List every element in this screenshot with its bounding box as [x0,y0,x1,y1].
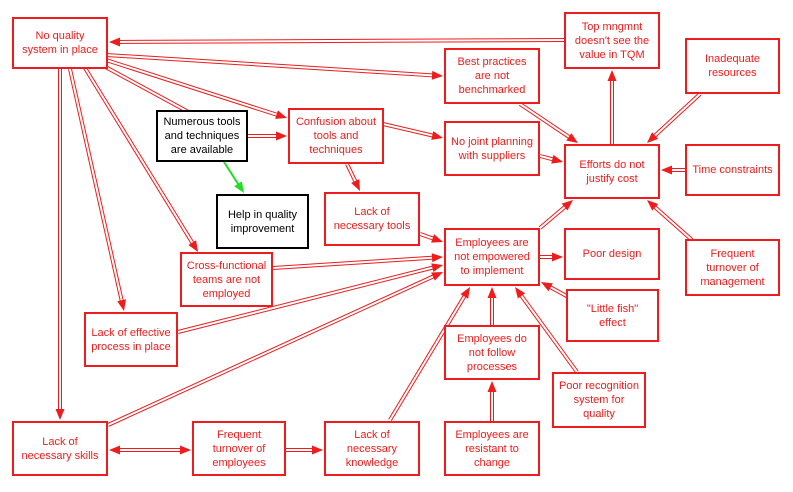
edge-jointplanning-to-efforts-arrowhead [551,154,563,164]
edge-bestpractices-to-efforts-arrowhead [566,133,578,143]
edge-recognition-to-empowered-b [518,294,577,374]
node-confusion-tools: Confusion about tools and techniques [288,108,384,164]
edge-turnovermgmt-to-efforts [654,204,694,240]
edge-turnoveremp-lackskills-start-arrowhead [109,445,120,455]
edge-noquality-to-crossfunctional-arrowhead [188,240,198,252]
node-time-constraints: Time constraints [685,144,780,196]
edge-numerous-to-help-arrowhead [234,181,244,193]
node-no-joint-planning: No joint planning with suppliers [444,121,540,176]
edge-crossfunctional-to-empowered-b [272,255,434,268]
node-frequent-turnover-emp: Frequent turnover of employees [192,421,286,476]
edge-turnoveremp-lackskills-arrowhead [180,445,191,455]
edge-topmgmt-to-noquality-b [118,40,565,44]
edge-lackprocess-to-empowered-b [177,265,435,332]
edge-empowered-to-efforts-b [538,204,566,228]
node-employees-resistant: Employees are resistant to change [444,421,540,476]
edge-littlefish-to-empowered-arrowhead [541,282,553,292]
edge-recognition-to-empowered [521,293,579,372]
edge-noquality-to-crossfunctional-b [85,66,195,244]
edge-crossfunctional-to-empowered [273,258,435,270]
edge-resources-to-efforts [652,92,700,137]
edge-lackknowledge-to-empowered [390,295,468,422]
node-employees-not-empowered: Employees are not empowered to implement [444,228,540,286]
edge-lacktools-to-empowered [419,234,435,241]
edge-notfollow-to-empowered-arrowhead [487,287,497,298]
node-lack-process: Lack of effective process in place [84,312,178,367]
node-top-mgmt: Top mngmnt doesn't see the value in TQM [564,12,660,69]
edge-lackskills-to-empowered [108,276,436,427]
node-poor-design: Poor design [564,228,660,280]
edge-recognition-to-empowered-arrowhead [515,287,526,299]
edge-empowered-to-efforts [540,206,568,230]
node-lack-knowledge: Lack of necessary knowledge [324,421,420,476]
node-help-quality: Help in quality improvement [216,194,309,249]
edge-noquality-to-bestpractices-b [106,53,435,75]
edge-resources-to-efforts-arrowhead [647,132,659,143]
edge-noquality-to-lackprocess-arrowhead [117,299,126,311]
edge-crossfunctional-to-empowered-arrowhead [431,253,443,263]
edge-noquality-to-crossfunctional [83,68,193,246]
edge-confusion-to-jointplanning [382,124,435,138]
edge-resistant-to-notfollow-arrowhead [487,381,497,392]
edge-turnovermgmt-to-efforts-b [652,206,692,242]
node-efforts-cost: Efforts do not justify cost [564,144,660,199]
node-no-quality-system: No quality system in place [12,17,108,69]
edge-time-to-efforts-arrowhead [661,165,672,175]
edge-noquality-to-confusion [105,60,279,118]
edge-turnovermgmt-to-efforts-arrowhead [647,200,659,211]
node-frequent-turnover-mgmt: Frequent turnover of management [685,239,780,296]
edge-bestpractices-to-efforts [518,104,570,140]
edge-lacktools-to-empowered-b [420,232,436,239]
edge-bestpractices-to-efforts-b [520,102,572,138]
edge-confusion-to-lacktools-arrowhead [351,179,360,191]
edge-numerous-to-help [223,161,240,186]
edge-noquality-to-lackprocess-b [70,68,124,302]
edge-topmgmt-to-noquality [117,38,564,41]
node-little-fish: "Little fish" effect [566,289,659,342]
node-numerous-tools: Numerous tools and techniques are availa… [156,110,248,162]
edge-topmgmt-to-noquality-arrowhead [109,37,121,47]
node-employees-not-follow: Employees do not follow processes [444,325,540,380]
edge-lackprocess-to-empowered-arrowhead [431,263,443,273]
edge-efforts-to-topmgmt-arrowhead [607,70,617,81]
edge-confusion-to-jointplanning-arrowhead [431,131,443,140]
node-best-practices: Best practices are not benchmarked [444,48,540,104]
edge-lacktools-to-empowered-arrowhead [431,234,443,243]
node-inadequate-resources: Inadequate resources [685,38,780,94]
edge-numerous-to-confusion-arrowhead [276,131,287,141]
edge-lackknowledge-to-empowered-arrowhead [460,287,470,299]
edge-empowered-to-efforts-arrowhead [561,200,573,211]
edge-confusion-to-lacktools [345,164,356,184]
edge-noquality-to-confusion-arrowhead [275,110,287,119]
edge-lackskills-to-empowered-b [107,273,435,425]
edge-noquality-to-bestpractices-arrowhead [431,70,443,80]
edge-jointplanning-to-efforts-b [540,154,555,159]
edge-confusion-to-jointplanning-b [383,122,435,135]
edge-empowered-to-poordesign-arrowhead [552,252,563,262]
node-poor-recognition: Poor recognition system for quality [552,372,646,428]
edge-noquality-to-lackprocess [68,69,122,303]
edge-confusion-to-lacktools-b [347,163,358,183]
edge-noquality-to-confusion-b [106,58,280,115]
edge-turnoveremp-to-lackknowledge-arrowhead [312,445,323,455]
node-cross-functional: Cross-functional teams are not employed [180,252,273,307]
node-lack-tools: Lack of necessary tools [324,192,420,246]
edge-lackprocess-to-empowered [178,268,435,334]
edge-noquality-to-lackskills-arrowhead [55,409,65,420]
edge-resources-to-efforts-b [654,94,702,139]
edge-lackknowledge-to-empowered-b [388,293,465,420]
edge-noquality-to-bestpractices [105,55,434,78]
node-lack-skills: Lack of necessary skills [12,421,108,476]
edge-jointplanning-to-efforts [539,156,555,162]
edge-lackskills-to-empowered-arrowhead [431,272,443,281]
